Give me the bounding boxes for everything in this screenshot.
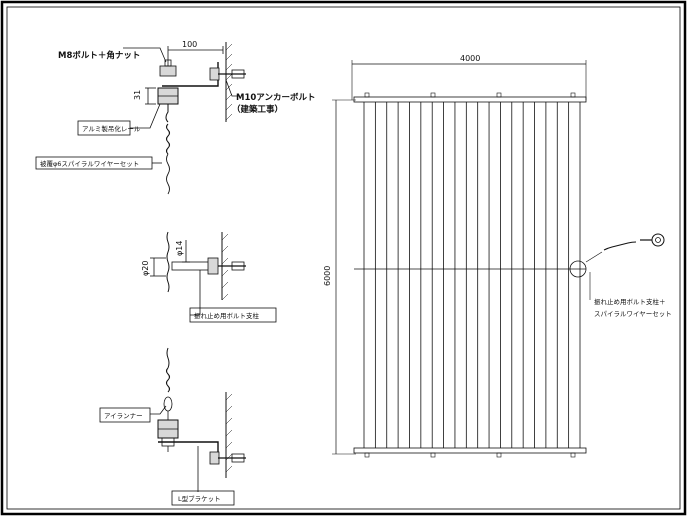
dim-100-text: 100 bbox=[182, 40, 197, 49]
anchor-note-label: （建築工事） bbox=[232, 104, 283, 115]
wire-set-label: 被覆φ6スパイラルワイヤーセット bbox=[40, 159, 139, 168]
dim-4000-text: 4000 bbox=[460, 54, 480, 63]
dim-6000-text: 6000 bbox=[323, 266, 332, 286]
top-detail bbox=[35, 42, 246, 195]
top-bolt-label: M8ボルト＋角ナット bbox=[58, 50, 140, 61]
vertical-wire-group bbox=[363, 102, 581, 448]
bracket-label: L型ブラケット bbox=[178, 494, 221, 503]
anchor-bolt-label: M10アンカーボルト bbox=[236, 92, 315, 103]
rail-label: アルミ製吊化レール bbox=[82, 124, 141, 133]
grid-elevation bbox=[332, 60, 665, 458]
dim-phi20-text: φ20 bbox=[141, 261, 150, 276]
dim-31-text: 31 bbox=[133, 90, 142, 100]
inner-border bbox=[6, 6, 681, 510]
middle-detail bbox=[150, 231, 277, 323]
callout-label-line1: 振れ止め用ボルト支柱＋ bbox=[594, 297, 666, 306]
dim-phi14-text: φ14 bbox=[175, 241, 184, 256]
bottom-detail bbox=[99, 347, 246, 506]
callout-label-line2: スパイラルワイヤーセット bbox=[594, 310, 672, 318]
brace-bolt-label: 振れ止め用ボルト支柱 bbox=[194, 311, 260, 320]
eye-nut-label: アイランナー bbox=[104, 412, 143, 420]
